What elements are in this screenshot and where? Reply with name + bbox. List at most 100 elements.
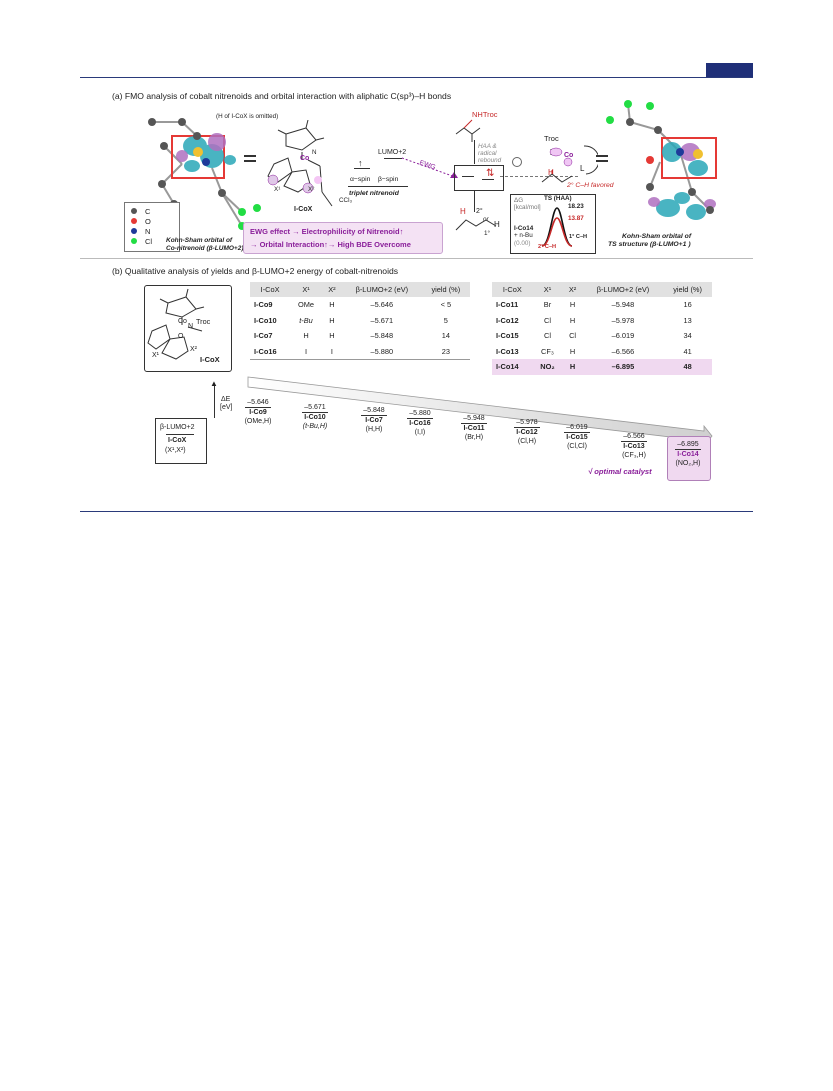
energy-value-1: 18.23 <box>568 203 584 210</box>
ewg-banner-line1: EWG effect → Electrophilicity of Nitreno… <box>250 227 404 236</box>
ewg-banner <box>243 222 443 254</box>
magnifier-icon <box>512 157 522 167</box>
beta-spin-label: β−spin <box>378 176 399 183</box>
delta-e-arrowhead: ▲ <box>210 379 218 388</box>
start-label-1: I-Co14 <box>514 225 534 232</box>
equals-right-top <box>596 155 608 157</box>
interaction-dash <box>500 176 578 178</box>
optimal-highlight-box <box>667 436 711 481</box>
rebound-arrow <box>474 140 475 164</box>
legend-dot-o <box>131 218 137 224</box>
legend-dot-n <box>131 228 137 234</box>
legend-item: Cl <box>131 237 152 247</box>
delta-e-unit: [eV] <box>220 404 233 411</box>
oi-level-a <box>462 176 474 177</box>
col-x2: X² <box>321 282 343 297</box>
equals-right-bottom <box>596 160 608 162</box>
haa-arrow <box>474 190 475 212</box>
ks-orbital-right-image <box>606 100 717 220</box>
haa-line3: rebound <box>478 157 502 164</box>
col-catalyst: I-CoX <box>492 282 533 297</box>
ts-haa-label: TS (HAA) <box>544 195 572 202</box>
ks-left-caption-2: Co-nitrenoid (β-LUMO+2) <box>166 245 244 252</box>
oi-level-b <box>482 179 494 180</box>
col-yield: yield (%) <box>663 282 712 297</box>
ks-left-caption-1: Kohn-Sham orbital of <box>166 237 233 244</box>
orbital-interaction-box <box>454 165 504 191</box>
yield-table-left: I-CoX X¹ X² β-LUMO+2 (eV) yield (%) I-Co… <box>250 282 470 360</box>
yield-table-right: I-CoX X¹ X² β-LUMO+2 (eV) yield (%) I-Co… <box>492 282 712 375</box>
struct-icox-label: I-CoX <box>200 355 220 364</box>
co-label-ts: Co <box>564 152 574 159</box>
struct-n-label: N <box>188 323 194 330</box>
energy-curves <box>541 207 573 247</box>
col-lumo: β-LUMO+2 (eV) <box>582 282 664 297</box>
degree2-label: 2° <box>476 208 483 215</box>
struct-o-label: O <box>178 333 184 340</box>
h-secondary: H <box>460 207 466 216</box>
ks-right-caption-2: TS structure (β-LUMO+1 ) <box>608 241 691 248</box>
key-line1: β-LUMO+2 <box>160 424 195 431</box>
legend-item: O <box>131 217 152 227</box>
delta-e-axis <box>214 386 215 418</box>
or-label: or <box>483 216 489 223</box>
table-header-row: I-CoX X¹ X² β-LUMO+2 (eV) yield (%) <box>492 282 712 297</box>
path1-label: 1° C–H <box>569 234 588 240</box>
caption-b: (b) Qualitative analysis of yields and β… <box>112 266 399 276</box>
struct-co-label: Co <box>178 318 187 325</box>
dg-unit: [kcal/mol] <box>514 204 541 211</box>
ewg-arrow <box>401 157 459 179</box>
h-primary: H <box>494 220 500 229</box>
col-x1: X¹ <box>532 282 563 297</box>
atom-legend: C O N Cl <box>124 202 180 252</box>
legend-item: N <box>131 227 152 237</box>
header-block <box>706 63 753 78</box>
degree1-label: 1° <box>484 230 491 237</box>
ccl3-label: CCl₃ <box>339 197 353 204</box>
legend-dot-cl <box>131 238 137 244</box>
alpha-spin-label: α−spin <box>350 176 371 183</box>
equals-left-top <box>244 155 256 157</box>
col-x1: X¹ <box>290 282 322 297</box>
lumo-label: LUMO+2 <box>378 149 407 156</box>
spin-up-arrow: ↑ <box>358 158 363 168</box>
struct-x1-label: X¹ <box>152 352 159 359</box>
troc-label-ts: Troc <box>544 134 559 143</box>
icox-structure-drawing <box>267 120 333 207</box>
footer-rule <box>80 511 753 512</box>
header-rule <box>80 77 753 78</box>
product-skeleton <box>455 119 481 142</box>
n-atom-label: N <box>312 149 317 156</box>
dg-label: ΔG <box>514 197 524 204</box>
catalyst-structure-drawing <box>147 288 205 360</box>
struct-x2-label: X² <box>190 346 197 353</box>
start-label-2: + n-Bu <box>514 232 533 239</box>
lumo-level <box>384 158 402 159</box>
legend-dot-c <box>131 208 137 214</box>
substrate-skeleton <box>455 219 497 231</box>
caption-a: (a) FMO analysis of cobalt nitrenoids an… <box>112 91 452 101</box>
ladder-key-box <box>155 418 207 464</box>
icox-label-a: I-CoX <box>294 206 313 213</box>
struct-troc-label: Troc <box>196 317 211 326</box>
h-label-ts: H <box>548 168 554 177</box>
section-divider <box>80 258 753 259</box>
col-lumo: β-LUMO+2 (eV) <box>342 282 422 297</box>
nhtroc-label: NHTroc <box>472 110 498 119</box>
triplet-label: triplet nitrenoid <box>349 190 399 197</box>
